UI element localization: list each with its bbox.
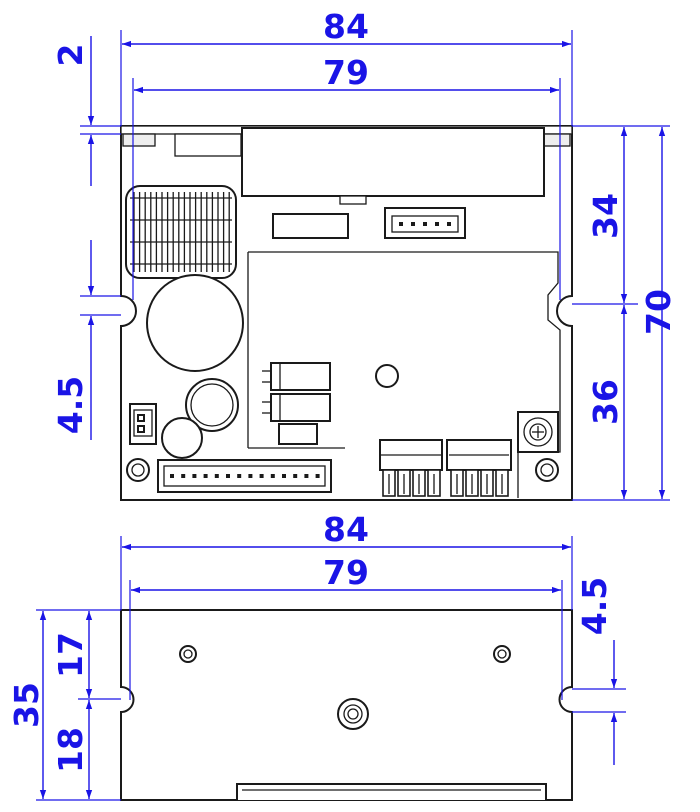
header-pin xyxy=(248,474,253,478)
connector-pin xyxy=(423,222,427,226)
pin-header-long xyxy=(157,459,332,493)
dim-text-4-5-bottom: 4.5 xyxy=(575,577,614,635)
small-capacitor xyxy=(161,417,203,459)
heatsink-block xyxy=(241,127,545,197)
two-pin-connector xyxy=(129,403,157,445)
screw-center xyxy=(337,698,369,730)
header-pin xyxy=(304,474,309,478)
relay-1 xyxy=(270,362,331,391)
five-pin-connector xyxy=(384,207,466,239)
led-indicator xyxy=(375,364,399,388)
header-pin xyxy=(214,474,219,478)
dim-text-18: 18 xyxy=(51,727,90,773)
connector-pin xyxy=(435,222,439,226)
large-capacitor xyxy=(146,274,244,372)
dim-text-width-79-bottom: 79 xyxy=(323,553,369,592)
terminal-block-right xyxy=(446,439,512,497)
header-pin xyxy=(203,474,208,478)
header-pin xyxy=(192,474,197,478)
header-pin xyxy=(170,474,174,478)
screw-left xyxy=(179,645,197,663)
dim-text-width-84-bottom: 84 xyxy=(323,510,369,549)
relay-2 xyxy=(270,393,331,422)
small-bracket xyxy=(174,133,242,157)
header-pin xyxy=(259,474,264,478)
dimension-annotations: 84 79 2 4.5 70 34 36 84 xyxy=(7,7,678,801)
component-block xyxy=(278,423,318,445)
top-view xyxy=(120,125,573,501)
header-pin xyxy=(181,474,186,478)
connector-pin xyxy=(447,222,451,226)
heatsink-foot xyxy=(339,195,367,205)
dim-text-34: 34 xyxy=(586,193,625,239)
header-pin xyxy=(315,474,320,478)
header-pin xyxy=(226,474,230,478)
screw-right xyxy=(493,645,511,663)
header-pin xyxy=(293,474,298,478)
dim-text-width-79-top: 79 xyxy=(323,53,369,92)
connector-pin xyxy=(399,222,403,226)
dim-text-70: 70 xyxy=(639,289,678,335)
toroidal-coil xyxy=(125,185,237,279)
dim-text-4-5-top: 4.5 xyxy=(51,376,90,434)
connector-pin xyxy=(411,222,415,226)
header-pin xyxy=(270,474,275,478)
medium-capacitor xyxy=(185,378,239,432)
dim-text-35: 35 xyxy=(7,682,46,728)
relay-pins xyxy=(262,363,281,421)
header-pin xyxy=(282,474,286,478)
medium-capacitor-inner xyxy=(190,383,234,427)
bottom-view xyxy=(120,609,573,801)
mounting-nut-left xyxy=(126,458,150,482)
header-pin xyxy=(237,474,242,478)
ic-chip xyxy=(272,213,349,239)
rotary-switch xyxy=(517,411,559,453)
dim-text-36: 36 xyxy=(586,379,625,425)
terminal-block-left xyxy=(379,439,443,497)
dim-text-17: 17 xyxy=(51,632,90,678)
dim-text-2: 2 xyxy=(51,44,90,67)
dim-text-width-84-top: 84 xyxy=(323,7,369,46)
mounting-nut-right xyxy=(535,458,559,482)
bottom-notch xyxy=(236,783,547,800)
left-flange-tab xyxy=(122,133,156,147)
